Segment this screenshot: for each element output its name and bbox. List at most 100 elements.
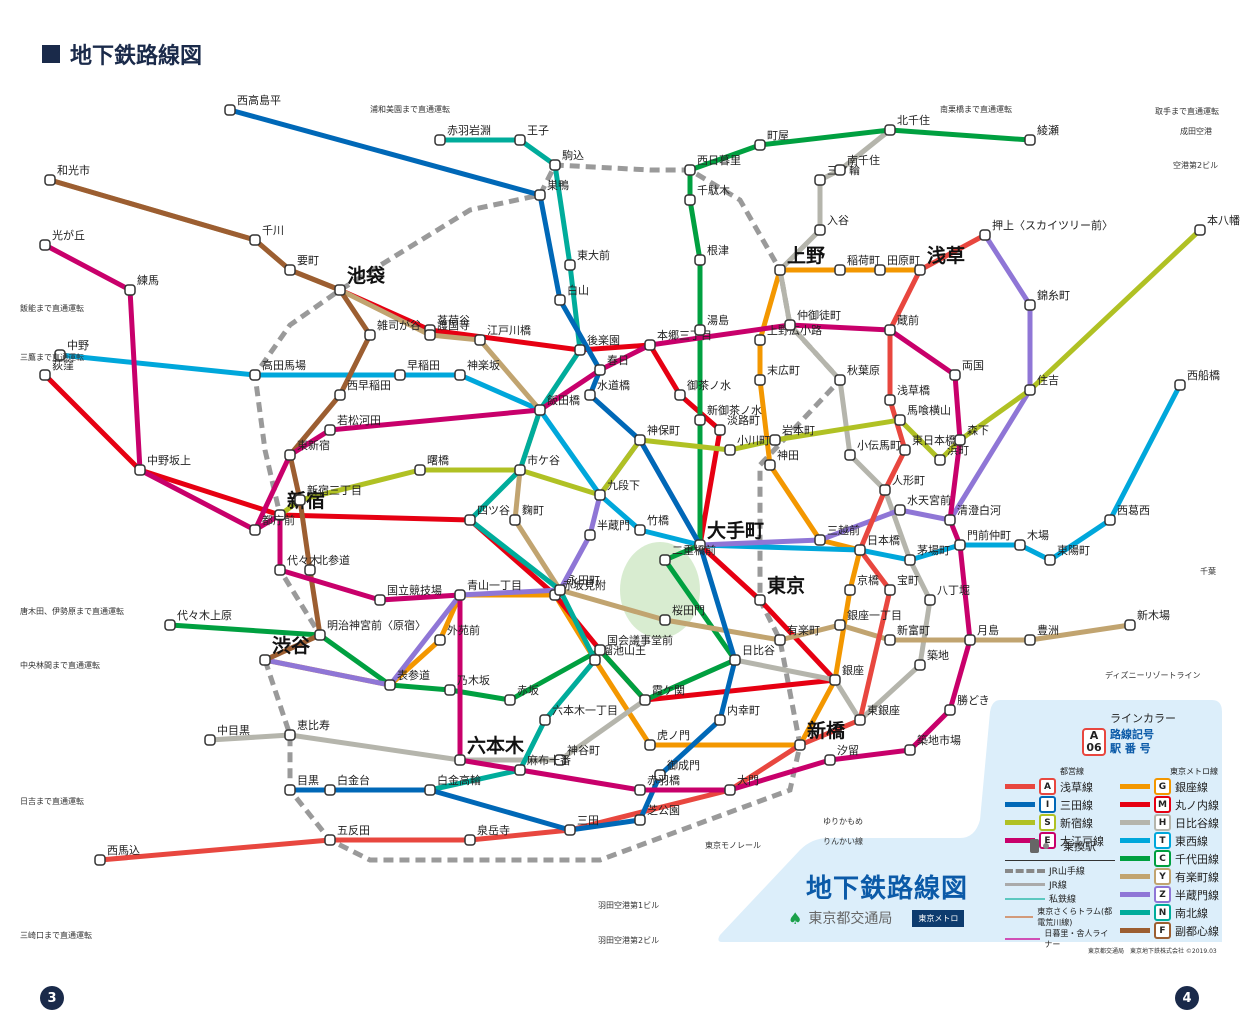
station-iriya[interactable]: 入谷 (814, 214, 849, 236)
station-nerima[interactable]: 練馬 (124, 273, 159, 296)
station-uchisaiwaicho[interactable]: 内幸町 (714, 703, 760, 726)
station-marker[interactable] (894, 414, 906, 426)
station-ginza[interactable]: 銀座 (829, 663, 864, 686)
station-ikebukuro[interactable]: 池袋 (334, 264, 386, 296)
station-marker[interactable] (259, 654, 271, 666)
station-kasuga[interactable]: 春日 (594, 354, 629, 376)
station-toyocho[interactable]: 東陽町 (1044, 544, 1090, 566)
station-kanda[interactable]: 神田 (764, 448, 799, 471)
station-marker[interactable] (714, 424, 726, 436)
station-bakuroyokoyama[interactable]: 馬喰横山 (894, 403, 951, 426)
station-nishikasai[interactable]: 西葛西 (1104, 504, 1150, 526)
station-marker[interactable] (424, 784, 436, 796)
station-marker[interactable] (564, 259, 576, 271)
station-kitasando[interactable]: 北参道 (304, 553, 350, 576)
station-motoyawata[interactable]: 本八幡 (1194, 213, 1240, 236)
station-marker[interactable] (574, 344, 586, 356)
station-marker[interactable] (394, 369, 406, 381)
station-waseda[interactable]: 早稲田 (394, 359, 440, 381)
station-nakaokachimachi[interactable]: 仲御徒町 (784, 308, 841, 331)
station-shinochanomizu[interactable]: 新御茶ノ水 (694, 403, 762, 426)
station-marker[interactable] (794, 739, 806, 751)
station-nishimagome[interactable]: 西馬込 (94, 844, 140, 866)
station-nishitakashimadaira[interactable]: 西高島平 (224, 93, 281, 116)
station-kyobashi[interactable]: 京橋 (844, 573, 879, 596)
station-marker[interactable] (884, 634, 896, 646)
station-shinjuku3[interactable]: 新宿三丁目 (294, 483, 362, 506)
station-suehirocho[interactable]: 末広町 (754, 363, 800, 386)
station-marker[interactable] (834, 164, 846, 176)
station-marker[interactable] (384, 679, 396, 691)
station-marker[interactable] (414, 464, 426, 476)
station-marker[interactable] (1014, 539, 1026, 551)
station-shirokanetakanawa[interactable]: 白金高輪 (424, 773, 481, 796)
station-marker[interactable] (904, 554, 916, 566)
station-edogawabashi[interactable]: 江戸川橋 (474, 323, 531, 346)
station-marker[interactable] (224, 104, 236, 116)
station-inaricho[interactable]: 稲荷町 (834, 254, 880, 276)
station-marker[interactable] (834, 374, 846, 386)
station-marker[interactable] (294, 494, 306, 506)
station-akabaneiwabuchi[interactable]: 赤羽岩淵 (434, 123, 491, 146)
station-sakuradamon[interactable]: 桜田門 (659, 603, 705, 626)
station-kinshicho[interactable]: 錦糸町 (1024, 288, 1070, 311)
station-marker[interactable] (514, 134, 526, 146)
station-marker[interactable] (954, 539, 966, 551)
station-marker[interactable] (434, 634, 446, 646)
station-marker[interactable] (694, 324, 706, 336)
station-marker[interactable] (659, 614, 671, 626)
station-marker[interactable] (509, 514, 521, 526)
station-ayase[interactable]: 綾瀬 (1024, 123, 1059, 146)
station-yoyogiuehara[interactable]: 代々木上原 (164, 609, 232, 631)
station-nogizaka[interactable]: 乃木坂 (444, 674, 490, 696)
station-nakano[interactable]: 中野 (54, 339, 89, 361)
station-marker[interactable] (979, 229, 991, 241)
station-suitengumae[interactable]: 水天宮前 (894, 493, 951, 516)
station-marker[interactable] (1124, 619, 1136, 631)
station-marker[interactable] (124, 284, 136, 296)
station-marker[interactable] (594, 364, 606, 376)
station-marker[interactable] (694, 539, 706, 551)
station-marker[interactable] (249, 369, 261, 381)
station-ueno[interactable]: 上野 (774, 245, 825, 276)
station-shinkiba[interactable]: 新木場 (1124, 608, 1170, 631)
station-morishita[interactable]: 森下 (954, 423, 989, 446)
station-marker[interactable] (164, 619, 176, 631)
station-marker[interactable] (284, 264, 296, 276)
station-marker[interactable] (589, 654, 601, 666)
station-kiyosumi[interactable]: 清澄白河 (944, 503, 1001, 526)
station-marker[interactable] (454, 754, 466, 766)
station-tochomae[interactable]: 都庁前 (249, 513, 295, 536)
station-marker[interactable] (644, 339, 656, 351)
station-wakamatsukawada[interactable]: 若松河田 (324, 413, 381, 436)
station-marker[interactable] (554, 584, 566, 596)
station-nishifunabashi[interactable]: 西船橋 (1174, 368, 1220, 391)
station-yushima[interactable]: 湯島 (694, 313, 729, 336)
station-minamisenju[interactable]: 南千住 (834, 153, 880, 176)
station-marker[interactable] (1024, 384, 1036, 396)
station-omotesando[interactable]: 表参道 (384, 668, 430, 691)
station-marker[interactable] (464, 514, 476, 526)
station-ochanomizu[interactable]: 御茶ノ水 (674, 378, 731, 401)
station-marker[interactable] (564, 824, 576, 836)
station-marker[interactable] (334, 284, 346, 296)
station-marker[interactable] (944, 704, 956, 716)
station-ebisu[interactable]: 恵比寿 (284, 718, 330, 741)
station-marker[interactable] (814, 224, 826, 236)
station-shintomicho[interactable]: 新富町 (884, 623, 930, 646)
station-nezu[interactable]: 根津 (694, 243, 729, 266)
station-marker[interactable] (39, 239, 51, 251)
station-ogikubo[interactable]: 荻窪 (39, 358, 74, 381)
station-asakusa[interactable]: 浅草 (914, 244, 965, 276)
station-marker[interactable] (444, 684, 456, 696)
station-marker[interactable] (314, 629, 326, 641)
station-marker[interactable] (754, 594, 766, 606)
station-marker[interactable] (634, 784, 646, 796)
station-marker[interactable] (659, 554, 671, 566)
station-kitasenju[interactable]: 北千住 (884, 113, 930, 136)
station-marker[interactable] (1024, 634, 1036, 646)
station-meguro[interactable]: 目黒 (284, 774, 319, 796)
station-shiodome[interactable]: 汐留 (824, 743, 859, 766)
station-marker[interactable] (884, 324, 896, 336)
station-marker[interactable] (554, 754, 566, 766)
